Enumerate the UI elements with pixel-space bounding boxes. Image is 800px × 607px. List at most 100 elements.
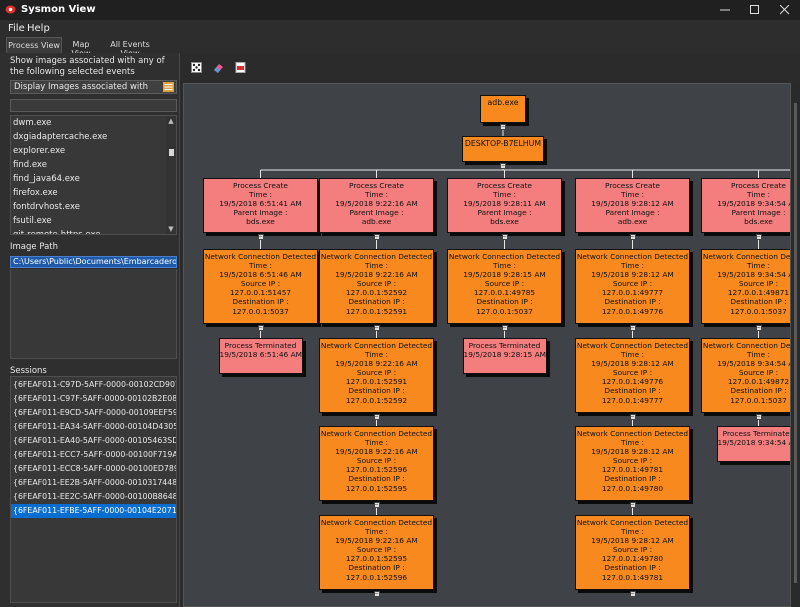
image-list-item[interactable]: firefox.exe	[13, 188, 58, 198]
image-path-list[interactable]	[10, 269, 177, 359]
root-process-node[interactable]: adb.exe	[480, 95, 526, 123]
minimize-button[interactable]	[710, 0, 740, 20]
scroll-thumb[interactable]	[169, 149, 174, 156]
collapse-toggle[interactable]: −	[373, 502, 380, 508]
filter-options-icon[interactable]	[163, 82, 174, 92]
collapse-toggle[interactable]: −	[629, 591, 636, 597]
maximize-button[interactable]	[740, 0, 770, 20]
image-list-scrollbar[interactable]: ▲ ▼	[166, 116, 176, 234]
image-list-item[interactable]: find_java64.exe	[13, 174, 80, 184]
menu-help[interactable]: Help	[27, 23, 50, 34]
title-bar: Sysmon View	[0, 0, 800, 20]
image-list[interactable]: ▲ ▼ dwm.exe dxgiadaptercache.exe explorer.…	[10, 115, 177, 235]
session-item[interactable]: {6FEAF011-EA40-5AFF-0000-00105463SD02}	[13, 436, 176, 445]
session-item[interactable]: {6FEAF011-ECC8-5AFF-0000-00100ED789A02}	[13, 464, 176, 473]
node-text-line: Time :	[621, 190, 644, 200]
session-item[interactable]: {6FEAF011-EFBE-5AFF-0000-00104E207100}	[11, 504, 176, 518]
collapse-toggle[interactable]: −	[500, 163, 506, 169]
collapse-toggle[interactable]: −	[629, 234, 636, 240]
scroll-up-icon[interactable]: ▲	[168, 117, 174, 125]
eraser-icon[interactable]	[213, 62, 224, 73]
node-text-line: 127.0.0.1:52591	[345, 306, 408, 316]
node-text-line: 19/5/2018 9:28:15 AM	[463, 350, 547, 360]
node-text-line: 19/5/2018 9:34:54 AM	[717, 199, 790, 209]
pdf-export-icon[interactable]	[235, 62, 246, 73]
collapse-toggle[interactable]: −	[373, 325, 380, 331]
canvas-scroll-thumb[interactable]	[794, 103, 797, 583]
menu-file[interactable]: File	[8, 23, 25, 34]
image-list-item[interactable]: git-remote-https.exe	[13, 230, 101, 235]
image-list-item[interactable]: find.exe	[13, 160, 47, 170]
node-text-line: 19/5/2018 9:28:12 AM	[591, 270, 674, 280]
session-item[interactable]: {6FEAF011-C97D-5AFF-0000-00102CD90701}	[13, 380, 176, 389]
node-text-line: Destination IP :	[730, 386, 787, 396]
grid-icon[interactable]	[191, 62, 202, 73]
image-path-item[interactable]: C:\Users\Public\Documents\Embarcadero\St…	[10, 256, 177, 268]
node-text-line: Network Connection Detected	[320, 518, 433, 527]
session-item[interactable]: {6FEAF011-ECC7-5AFF-0000-00100F719A02}	[13, 450, 176, 459]
node-text-line: 19/5/2018 9:28:12 AM	[591, 536, 674, 546]
event-filter-dropdown[interactable]: Display Images associated with	[10, 80, 177, 94]
collapse-toggle[interactable]: −	[501, 325, 508, 331]
node-text-line: Time :	[365, 261, 388, 271]
collapse-toggle[interactable]: −	[629, 502, 636, 508]
image-search-input[interactable]	[10, 99, 177, 112]
image-list-item[interactable]: fontdrvhost.exe	[13, 202, 80, 212]
collapse-toggle[interactable]: −	[373, 414, 380, 420]
collapse-toggle[interactable]: −	[755, 414, 762, 420]
sessions-label: Sessions	[10, 366, 47, 376]
image-list-item[interactable]: dwm.exe	[13, 118, 52, 128]
image-list-item[interactable]: explorer.exe	[13, 146, 66, 156]
collapse-toggle[interactable]: −	[373, 234, 380, 240]
session-item[interactable]: {6FEAF011-E9CD-5AFF-0000-00109EEF5902}	[13, 408, 176, 417]
collapse-toggle[interactable]: −	[629, 414, 636, 420]
close-button[interactable]	[770, 0, 800, 20]
collapse-toggle[interactable]: −	[755, 234, 762, 240]
node-text-line: Time :	[249, 190, 272, 200]
collapse-toggle[interactable]: −	[629, 325, 636, 331]
collapse-toggle[interactable]: −	[373, 591, 380, 597]
collapse-toggle[interactable]: −	[257, 325, 264, 331]
node-text-line: 127.0.0.1:49871	[727, 288, 790, 298]
session-item[interactable]: {6FEAF011-C97F-5AFF-0000-00102B2E0801}	[13, 394, 176, 403]
node-text-line: Time :	[493, 190, 516, 200]
session-item[interactable]: {6FEAF011-EE2C-5AFF-0000-00100B864800}	[13, 492, 176, 501]
tab-all-events-view[interactable]: All Events View	[110, 40, 150, 58]
sessions-list[interactable]: {6FEAF011-C97D-5AFF-0000-00102CD90701} {6…	[10, 376, 177, 603]
tab-process-view[interactable]: Process View	[6, 37, 62, 53]
session-item[interactable]: {6FEAF011-EE2B-5AFF-0000-001031744800}	[13, 478, 176, 487]
session-item[interactable]: {6FEAF011-EA34-5AFF-0000-00104D4305D02}	[13, 422, 176, 431]
collapse-toggle[interactable]: −	[501, 234, 508, 240]
image-list-item[interactable]: fsutil.exe	[13, 216, 52, 226]
canvas-vertical-scrollbar[interactable]	[791, 83, 800, 607]
collapse-toggle[interactable]: −	[257, 234, 264, 240]
host-node[interactable]: DESKTOP-B7ELHUM	[462, 136, 544, 162]
collapse-toggle[interactable]: −	[500, 124, 506, 130]
tab-map-view[interactable]: Map View	[72, 40, 91, 58]
collapse-toggle[interactable]: −	[755, 325, 762, 331]
event-filter-value: Display Images associated with	[14, 82, 148, 92]
scroll-down-icon[interactable]: ▼	[168, 225, 174, 233]
image-list-item[interactable]: dxgiadaptercache.exe	[13, 132, 108, 142]
